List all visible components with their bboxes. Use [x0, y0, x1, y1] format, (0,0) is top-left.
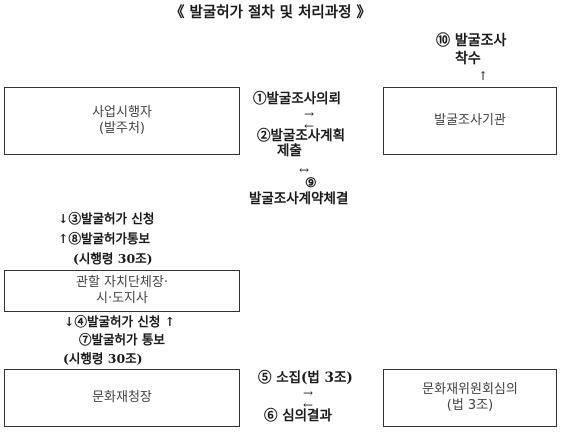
page-title: 《 발굴허가 절차 및 처리과정 》 [170, 4, 371, 21]
step-5-label: ⑤ 소집(법 3조) [258, 370, 353, 386]
step-2-label: ②발굴조사계획 [257, 128, 346, 144]
step-9-label: 발굴조사계약체결 [249, 191, 349, 207]
box-cultural-heritage-admin-line1: 문화재청장 [92, 390, 152, 405]
box-committee-line1: 문화재위원회심의 [422, 382, 518, 397]
box-cultural-heritage-admin: 문화재청장 [4, 369, 240, 427]
box-committee-line2: (법 3조) [446, 398, 494, 413]
box-developer: 사업시행자 (발주처) [4, 87, 240, 155]
step-3-label: ↓③발굴허가 신청 [58, 211, 155, 226]
box-developer-line1: 사업시행자 [92, 105, 152, 120]
step-4-label: ↓④발굴허가 신청 ↑ [64, 314, 176, 329]
box-committee: 문화재위원회심의 (법 3조) [383, 369, 557, 427]
step-2-label-cont: 제출 [277, 143, 302, 159]
step-6-label: ⑥ 심의결과 [264, 408, 332, 424]
arrow-both-icon: ↔ [299, 163, 310, 177]
box-developer-line2: (발주처) [98, 121, 146, 136]
step-9-number: ⑨ [305, 176, 317, 191]
box-local-government-line1: 관할 자치단체장· [76, 275, 168, 290]
step-10-label-cont: 착수 [455, 51, 481, 67]
arrow-left-icon: ← [303, 398, 314, 412]
box-local-government-line2: 시·도지사 [96, 291, 148, 306]
box-local-government: 관할 자치단체장· 시·도지사 [4, 270, 240, 312]
arrow-up-icon: ↑ [478, 69, 489, 83]
step-1-label: ①발굴조사의뢰 [253, 91, 342, 107]
arrow-left-icon: ← [304, 119, 315, 133]
step-8-label: ↑⑧발굴허가통보 [58, 231, 150, 246]
step-10-label: ⑩ 발굴조사 [436, 33, 507, 49]
box-excavation-agency-line1: 발굴조사기관 [434, 113, 506, 128]
law-reference-30-b: (시행령 30조) [63, 351, 143, 366]
box-excavation-agency: 발굴조사기관 [383, 87, 557, 155]
step-7-label: ⑦발굴허가 통보 [79, 332, 165, 347]
law-reference-30-a: (시행령 30조) [73, 251, 153, 266]
arrow-right-icon: → [303, 386, 314, 400]
arrow-right-icon: → [304, 107, 315, 121]
